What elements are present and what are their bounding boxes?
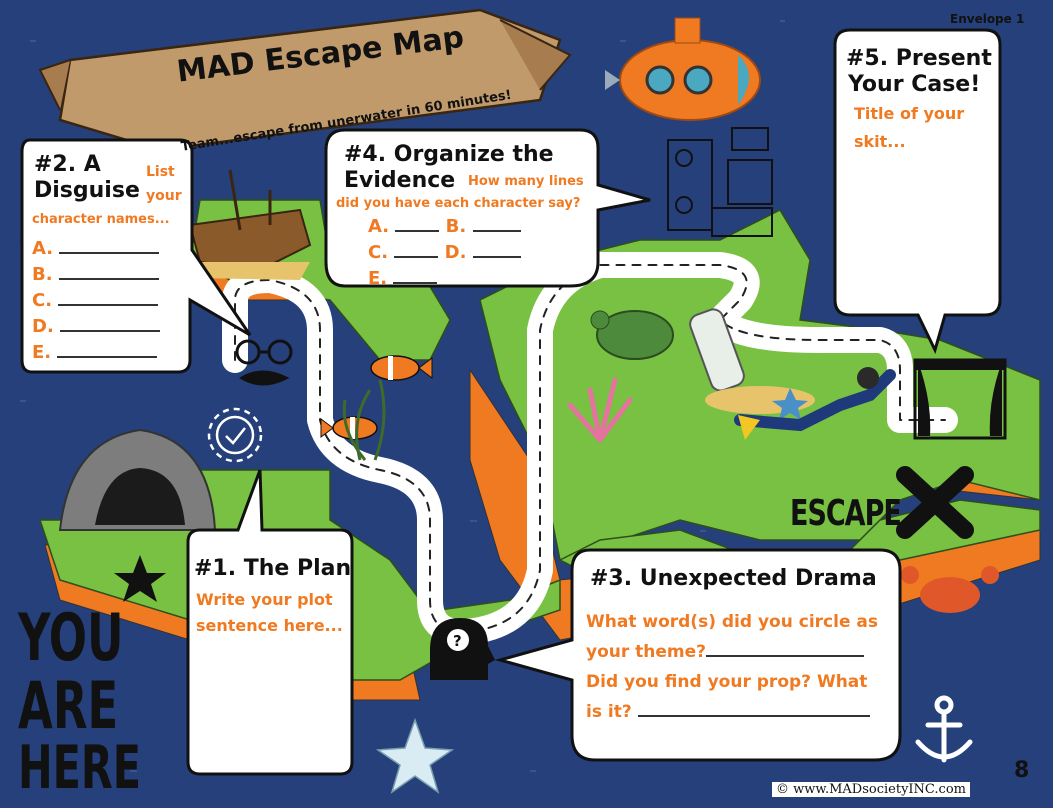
- drama-q2-line1: Did you find your prop? What: [586, 672, 868, 692]
- shipwreck-illustration: [188, 169, 312, 280]
- escape-label: ESCAPE: [790, 492, 902, 535]
- x-marks-the-spot: [896, 466, 974, 539]
- disguise-row[interactable]: D.: [32, 314, 161, 340]
- svg-text:?: ?: [453, 632, 462, 650]
- present-bubble: [833, 28, 1002, 355]
- row-letter: E.: [32, 342, 52, 363]
- question-head-icon: ?: [430, 618, 495, 680]
- plan-gear-icon: [207, 407, 263, 463]
- disguise-answer-rows: A. B. C. D. E.: [32, 236, 161, 366]
- envelope-label: Envelope 1: [950, 12, 1025, 26]
- disguise-glasses-icon: [235, 339, 293, 386]
- present-prompt-line1: Title of your: [854, 104, 965, 123]
- plan-bubble: [186, 469, 354, 776]
- plan-heading: #1. The Plan: [194, 556, 352, 581]
- present-answer-area[interactable]: [850, 160, 990, 300]
- evidence-diagram-icon: [667, 127, 773, 237]
- row-letter: B.: [445, 216, 467, 237]
- row-letter: E.: [368, 268, 388, 289]
- seaweed-illustration: [342, 379, 386, 461]
- disguise-row[interactable]: C.: [32, 288, 160, 314]
- evidence-row[interactable]: C. D.: [368, 240, 521, 266]
- turtle-illustration: [590, 310, 674, 360]
- plan-answer-area[interactable]: [196, 645, 341, 765]
- evidence-answer-rows: A. B. C. D. E.: [368, 214, 521, 292]
- evidence-heading-line2: Evidence: [344, 168, 456, 193]
- scuba-diver-illustration: [734, 367, 896, 440]
- submarine-illustration: [605, 17, 761, 121]
- row-letter: D.: [444, 242, 467, 263]
- disguise-prompt-list: List: [146, 164, 175, 180]
- you-are-here-line3: HERE: [18, 732, 142, 803]
- present-prompt-line2: skit...: [854, 132, 906, 151]
- drama-q1-line2[interactable]: your theme?: [586, 642, 865, 662]
- message-bottle-illustration: [689, 308, 815, 420]
- you-are-here-line1: YOU: [18, 600, 124, 676]
- row-letter: B.: [32, 264, 53, 285]
- disguise-prompt-your: your: [146, 188, 182, 204]
- row-letter: A.: [32, 238, 54, 259]
- evidence-prompt-part1: How many lines: [468, 174, 584, 189]
- disguise-row[interactable]: E.: [32, 340, 160, 366]
- disguise-row[interactable]: A.: [32, 236, 160, 262]
- copyright-footer: © www.MADsocietyINC.com: [772, 782, 970, 797]
- drama-heading: #3. Unexpected Drama: [590, 566, 877, 591]
- disguise-heading-line2: Disguise: [34, 178, 140, 203]
- evidence-prompt-part2: did you have each character say?: [336, 196, 581, 211]
- present-heading-line1: #5. Present: [846, 46, 992, 71]
- evidence-heading-line1: #4. Organize the: [344, 142, 554, 167]
- plan-prompt-line1: Write your plot: [196, 590, 333, 609]
- row-letter: A.: [368, 216, 390, 237]
- starfish-illustration: [375, 717, 455, 794]
- drama-bubble: [494, 548, 902, 762]
- evidence-row[interactable]: A. B.: [368, 214, 521, 240]
- cave-illustration: [58, 428, 217, 531]
- title-scroll-banner: [38, 8, 572, 152]
- speech-bubbles: [20, 28, 1002, 776]
- disguise-prompt-line2: character names...: [32, 212, 170, 227]
- star-marker: [114, 555, 166, 602]
- anchor-illustration: [915, 695, 973, 763]
- row-letter: C.: [368, 242, 389, 263]
- plan-prompt-line2: sentence here...: [196, 616, 343, 635]
- clownfish-illustrations: [320, 355, 433, 440]
- disguise-heading-line1: #2. A: [34, 152, 101, 177]
- trail: [222, 252, 958, 645]
- evidence-row[interactable]: E.: [368, 266, 521, 292]
- disguise-row[interactable]: B.: [32, 262, 160, 288]
- evidence-bubble: [324, 128, 651, 288]
- drama-q1-label: your theme?: [586, 642, 707, 662]
- page-number: 8: [1014, 758, 1030, 783]
- drama-q2-label: is it?: [586, 702, 632, 722]
- drama-q1-line1: What word(s) did you circle as: [586, 612, 878, 632]
- drama-q2-line2[interactable]: is it?: [586, 702, 870, 722]
- disguise-bubble: [20, 138, 252, 374]
- row-letter: D.: [32, 316, 54, 337]
- stage-curtain-icon: [913, 358, 1007, 440]
- you-are-here-line2: ARE: [18, 668, 119, 744]
- present-heading-line2: Your Case!: [848, 72, 981, 97]
- coral-illustration: [567, 377, 633, 443]
- crab-illustration: [901, 566, 999, 613]
- row-letter: C.: [32, 290, 53, 311]
